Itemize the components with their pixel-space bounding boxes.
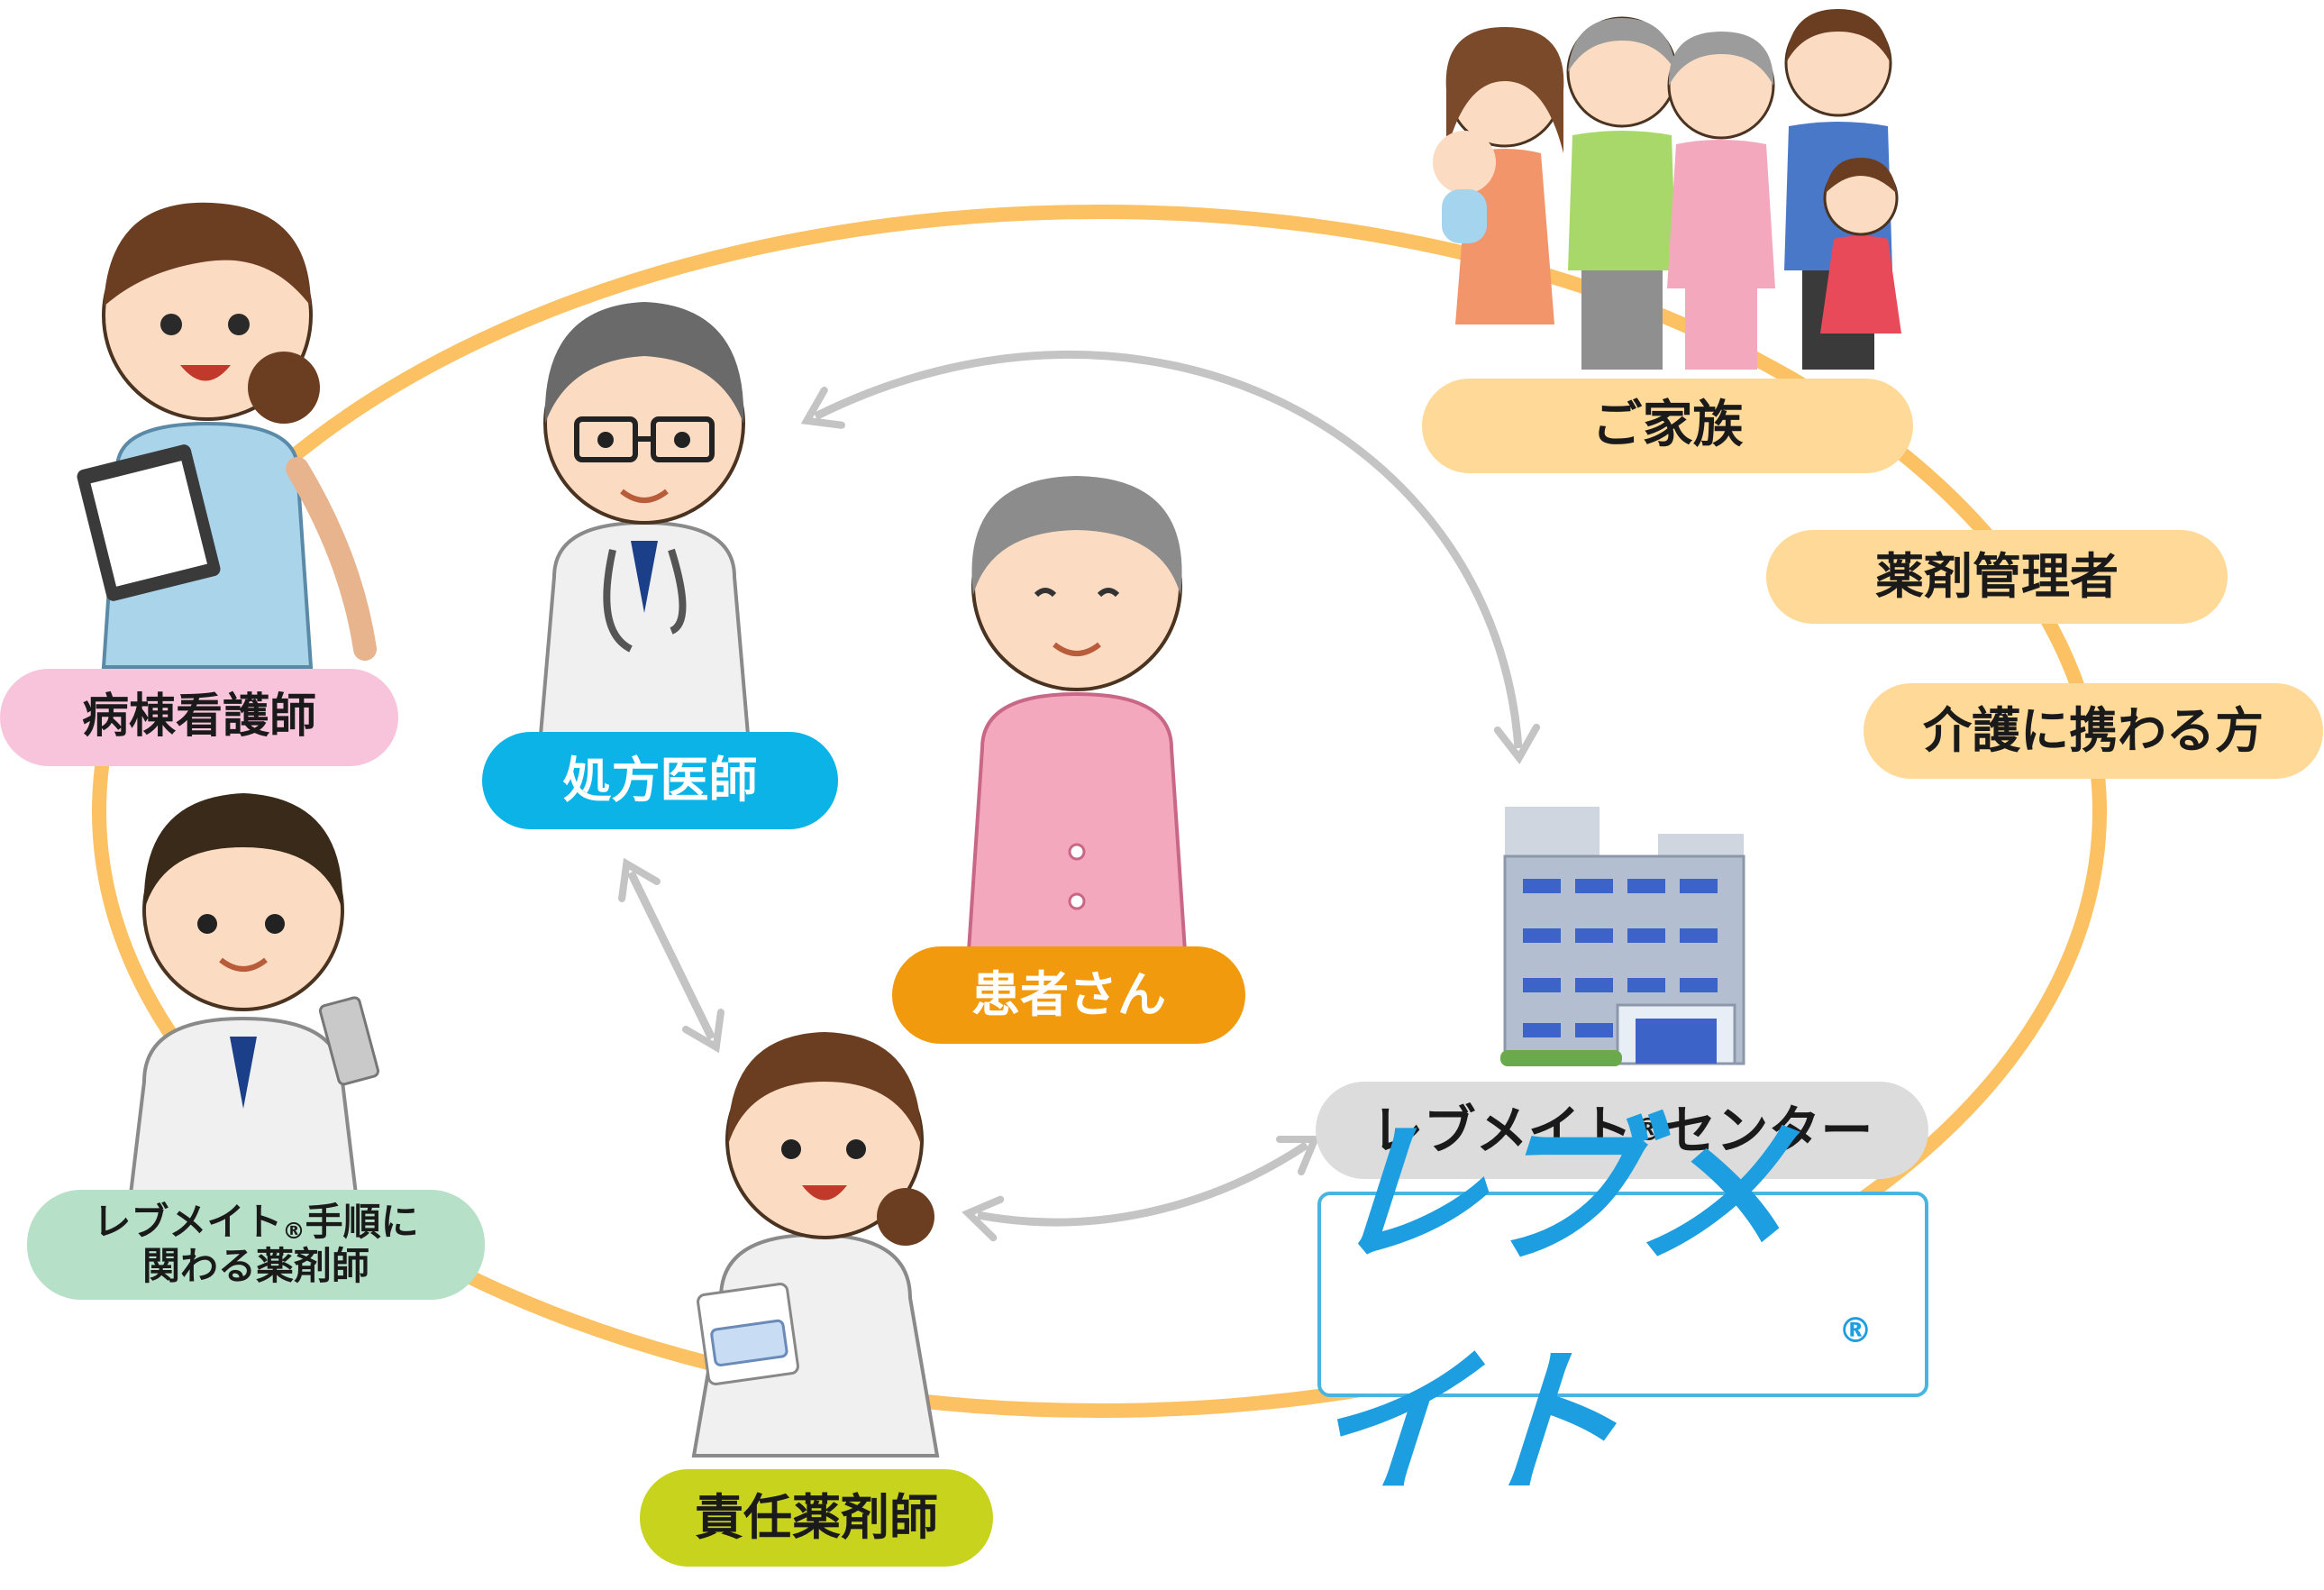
label-drug-manager-text: 薬剤管理者 bbox=[1875, 547, 2119, 605]
pharmacist-male-figure bbox=[128, 793, 380, 1196]
arrow-doctor-chief bbox=[618, 857, 725, 1054]
procedure-pharmacist-line2: 関わる薬剤師 bbox=[141, 1244, 369, 1289]
arrow-chief-center bbox=[961, 1135, 1321, 1242]
label-caregiver-text: 介護に携わる方 bbox=[1923, 701, 2264, 759]
label-patient-text: 患者さん bbox=[971, 965, 1166, 1023]
pharmacist-female-figure bbox=[691, 1032, 940, 1458]
center-building bbox=[1500, 807, 1745, 1066]
label-nurse-text: 病棟看護師 bbox=[81, 690, 316, 745]
revmate-logo-registered-mark: ® bbox=[1838, 1311, 1873, 1350]
nurse-figure bbox=[77, 202, 377, 669]
label-nurse: 病棟看護師 bbox=[0, 669, 398, 766]
revmate-logo-text: レブメイト bbox=[1305, 1101, 1794, 1516]
label-chief-pharmacist: 責任薬剤師 bbox=[640, 1469, 993, 1567]
label-procedure-pharmacist: レブメイト®手順に 関わる薬剤師 bbox=[27, 1190, 485, 1300]
label-drug-manager: 薬剤管理者 bbox=[1766, 530, 2228, 624]
label-doctor: 処方医師 bbox=[482, 732, 838, 829]
connection-ring bbox=[92, 205, 2107, 1418]
label-revmate-center: レブメイト®センター bbox=[1316, 1082, 1928, 1179]
center-name-text: レブメイト bbox=[1371, 1099, 1633, 1161]
label-caregiver: 介護に携わる方 bbox=[1864, 683, 2323, 779]
revmate-logo: レブメイト ® bbox=[1306, 1101, 1928, 1516]
center-suffix-text: センター bbox=[1663, 1099, 1873, 1161]
procedure-pharmacist-mark: ® bbox=[282, 1218, 305, 1245]
procedure-pharmacist-rest: 手順に bbox=[305, 1200, 419, 1245]
label-patient: 患者さん bbox=[892, 946, 1245, 1044]
arrow-doctor-center bbox=[800, 350, 1541, 765]
procedure-pharmacist-name: レブメイト bbox=[93, 1200, 283, 1245]
doctor-figure bbox=[538, 302, 751, 736]
procedure-pharmacist-line1: レブメイト®手順に bbox=[93, 1201, 418, 1245]
label-family: ご家族 bbox=[1422, 379, 1913, 473]
label-chief-pharmacist-text: 責任薬剤師 bbox=[695, 1488, 938, 1546]
label-doctor-text: 処方医師 bbox=[562, 751, 758, 809]
patient-figure bbox=[966, 476, 1188, 953]
center-registered-mark: ® bbox=[1632, 1111, 1664, 1148]
family-figure bbox=[1433, 9, 1901, 370]
label-family-text: ご家族 bbox=[1591, 396, 1744, 455]
